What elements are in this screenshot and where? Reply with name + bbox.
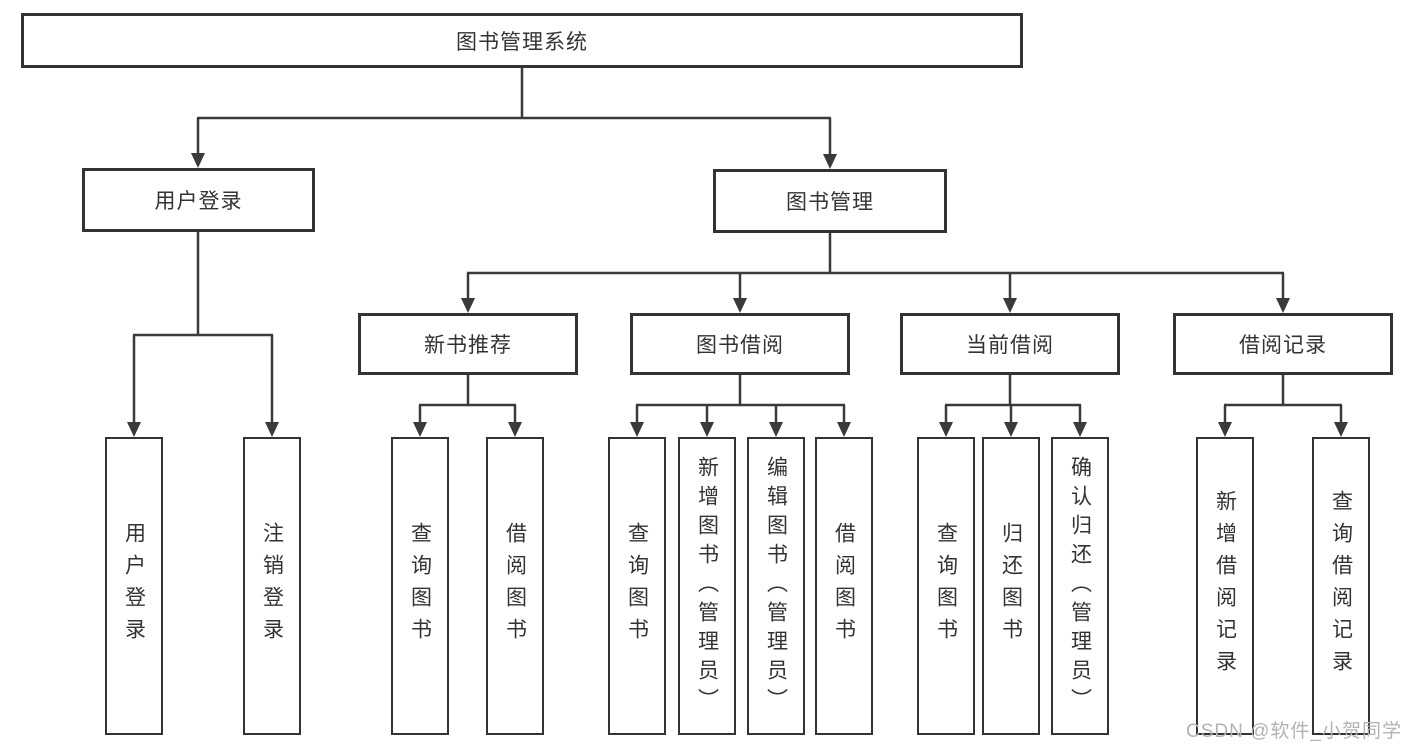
node-leaf-confirm-return-admin: 确认归还（管理员） (1051, 437, 1109, 735)
node-leaf-query-borrow-record: 查询借阅记录 (1312, 437, 1370, 735)
node-library-management-system: 图书管理系统 (21, 13, 1023, 68)
node-leaf-add-book-admin: 新增图书（管理员） (678, 437, 736, 735)
node-leaf-user-login: 用户登录 (105, 437, 163, 735)
node-leaf-edit-book-admin: 编辑图书（管理员） (747, 437, 805, 735)
node-leaf-query-books-recommend: 查询图书 (391, 437, 449, 735)
node-book-borrowing: 图书借阅 (630, 313, 850, 375)
node-new-book-recommendation: 新书推荐 (358, 313, 578, 375)
csdn-watermark: CSDN @软件_小贺同学 (1186, 721, 1402, 742)
node-leaf-query-books-current: 查询图书 (917, 437, 975, 735)
node-leaf-return-book: 归还图书 (982, 437, 1040, 735)
node-borrowing-records: 借阅记录 (1173, 313, 1393, 375)
node-user-login: 用户登录 (82, 168, 315, 232)
node-leaf-borrow-books: 借阅图书 (815, 437, 873, 735)
node-leaf-add-borrow-record: 新增借阅记录 (1196, 437, 1254, 735)
node-leaf-logout: 注销登录 (243, 437, 301, 735)
node-leaf-borrow-books-recommend: 借阅图书 (486, 437, 544, 735)
node-book-management: 图书管理 (713, 169, 947, 233)
node-current-borrowing: 当前借阅 (900, 313, 1120, 375)
node-leaf-query-books-borrowing: 查询图书 (608, 437, 666, 735)
